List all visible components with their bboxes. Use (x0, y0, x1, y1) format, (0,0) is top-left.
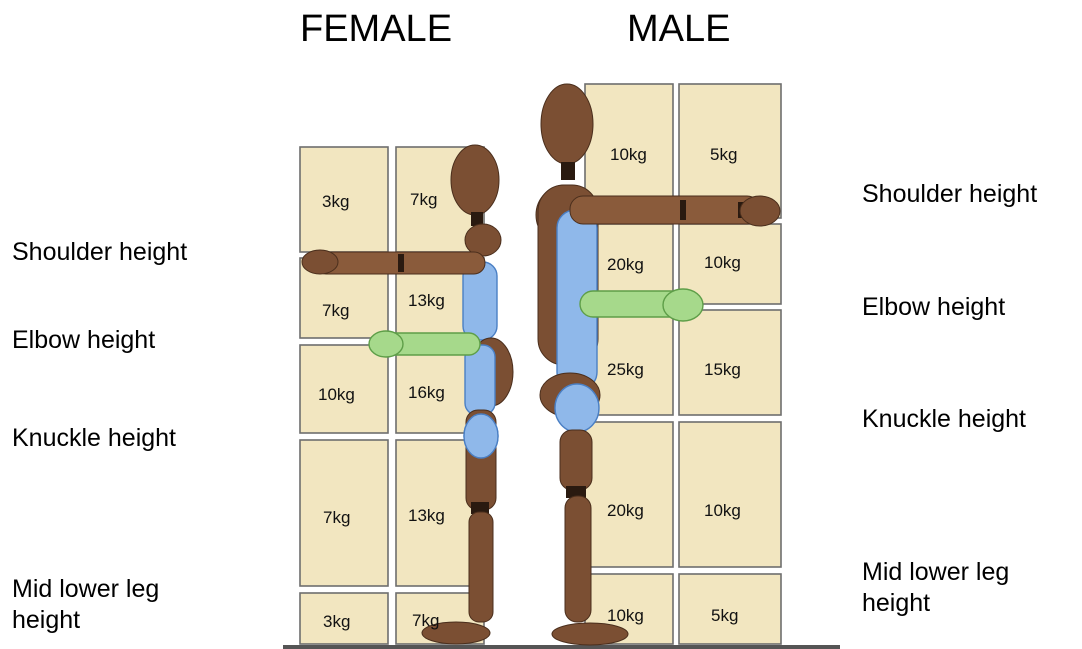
male-lower-leg (565, 496, 591, 622)
male-label-floor-right: 5kg (711, 606, 738, 625)
male-thigh (560, 430, 592, 490)
female-label-leg-right: 13kg (408, 506, 445, 525)
female-upper-torso (465, 224, 501, 256)
male-label-leg-right: 10kg (704, 501, 741, 520)
female-elbow-joint (398, 254, 404, 272)
female-head (451, 145, 499, 215)
male-box-leg-right (679, 422, 781, 567)
female-label-floor-left: 3kg (323, 612, 350, 631)
female-label-knuckle-left: 10kg (318, 385, 355, 404)
male-foot (552, 623, 628, 645)
female-label-shoulder-right: 7kg (410, 190, 437, 209)
male-label-shoulder-right: 5kg (710, 145, 737, 164)
female-lower-leg (469, 512, 493, 622)
male-hand-shoulder (740, 196, 780, 226)
male-head (541, 84, 593, 164)
female-label-shoulder-left: 3kg (322, 192, 349, 211)
male-thigh-highlight (555, 384, 599, 432)
male-label-shoulder-left: 10kg (610, 145, 647, 164)
male-hand-highlight (663, 289, 703, 321)
male-neck (561, 162, 575, 180)
female-hand-highlight (369, 331, 403, 357)
male-label-knuckle-right: 15kg (704, 360, 741, 379)
male-label-floor-left: 10kg (607, 606, 644, 625)
floor-line (283, 645, 840, 649)
female-hand-shoulder (302, 250, 338, 274)
male-label-leg-left: 20kg (607, 501, 644, 520)
female-label-knuckle-right: 16kg (408, 383, 445, 402)
female-label-floor-right: 7kg (412, 611, 439, 630)
female-thigh-highlight-front (464, 414, 498, 458)
male-label-knuckle-left: 25kg (607, 360, 644, 379)
male-elbow-joint (680, 200, 686, 220)
male-label-elbow-right: 10kg (704, 253, 741, 272)
male-arm-shoulder (570, 196, 760, 224)
female-label-elbow-right: 13kg (408, 291, 445, 310)
female-label-elbow-left: 7kg (322, 301, 349, 320)
male-box-leg-left (585, 422, 673, 567)
male-label-elbow-left: 20kg (607, 255, 644, 274)
female-label-leg-left: 7kg (323, 508, 350, 527)
